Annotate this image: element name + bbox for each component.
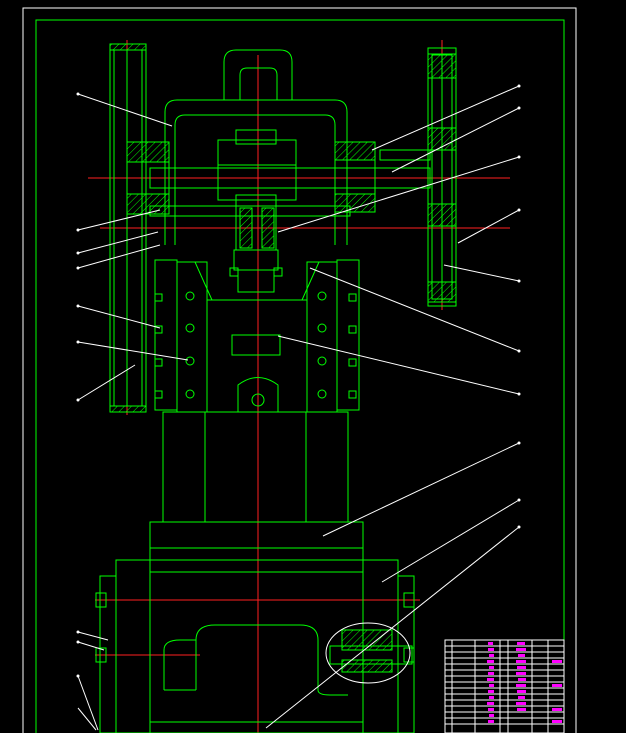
leader-dots xyxy=(76,84,521,678)
slide-guides xyxy=(154,259,360,413)
main-shaft xyxy=(149,141,431,217)
right-gear xyxy=(427,47,457,307)
worktable xyxy=(149,521,364,573)
base-frame xyxy=(95,559,415,733)
base-gear-section xyxy=(325,622,413,684)
crown-frame xyxy=(164,49,348,245)
press-column xyxy=(162,411,349,523)
left-flywheel xyxy=(109,43,170,413)
guide-bolts xyxy=(154,291,357,407)
connecting-rod xyxy=(229,194,283,293)
drawing-frame xyxy=(22,7,577,733)
parts-list-table xyxy=(444,639,565,733)
leader-lines xyxy=(77,85,520,731)
